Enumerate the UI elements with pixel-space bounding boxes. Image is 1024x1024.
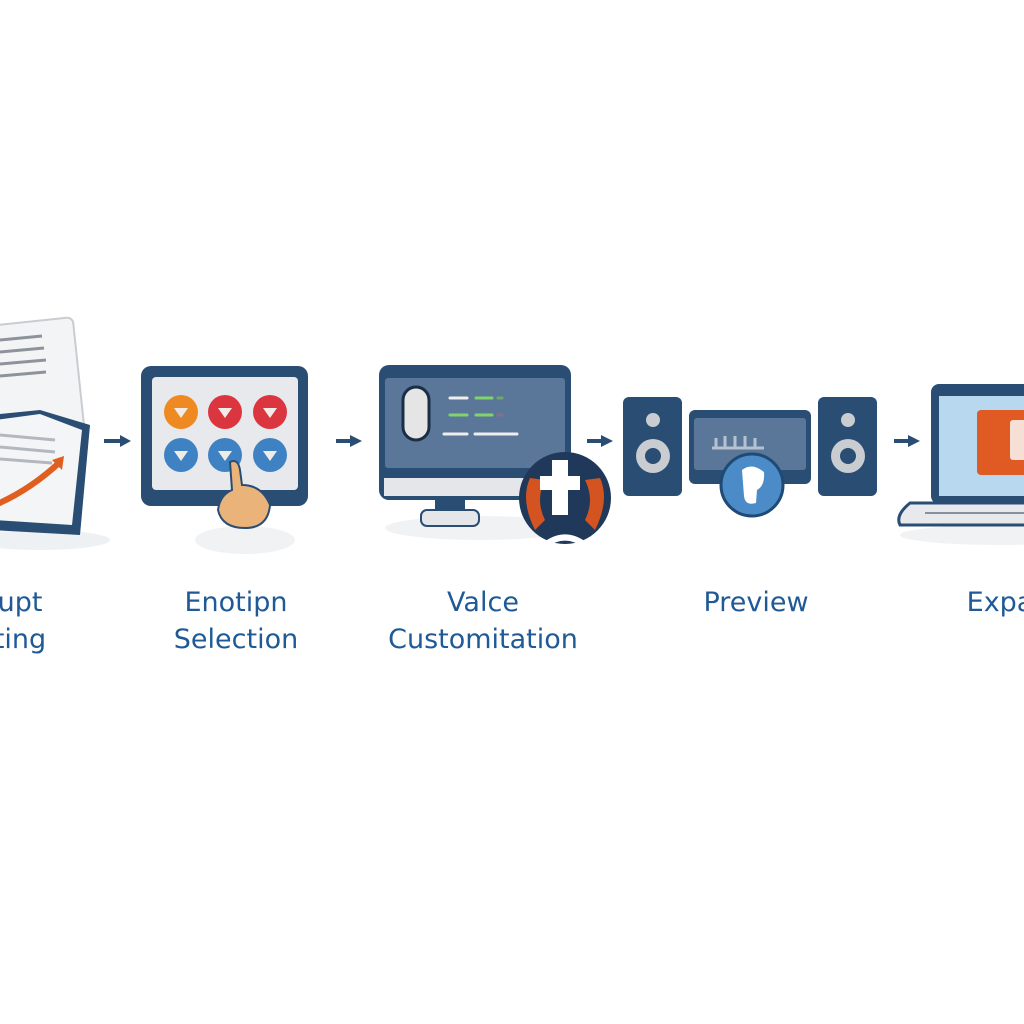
- arrow-icon: [587, 435, 613, 447]
- label-line: upt: [0, 587, 43, 618]
- label-line: Customitation: [388, 624, 578, 655]
- label-line: Preview: [703, 587, 809, 618]
- documents-chart-icon: [0, 316, 110, 550]
- arrow-icon: [894, 435, 920, 447]
- laptop-export-icon: [897, 384, 1024, 545]
- arrow-icon: [104, 435, 131, 447]
- label-line: Valce: [447, 587, 519, 618]
- monitor-customize-icon: [379, 365, 611, 548]
- step-label-export: Expa: [967, 584, 1024, 621]
- label-line: Expa: [966, 587, 1024, 618]
- step-label-customization: Valce Customitation: [388, 584, 578, 658]
- label-line: Selection: [173, 624, 299, 655]
- step-label-selection: Enotipn Selection: [174, 584, 298, 658]
- speakers-preview-icon: [623, 397, 877, 518]
- touch-screen-hearts-icon: [141, 366, 308, 554]
- step-label-preview: Preview: [703, 584, 808, 621]
- label-line: Enotipn: [184, 587, 288, 618]
- arrow-icon: [336, 435, 362, 447]
